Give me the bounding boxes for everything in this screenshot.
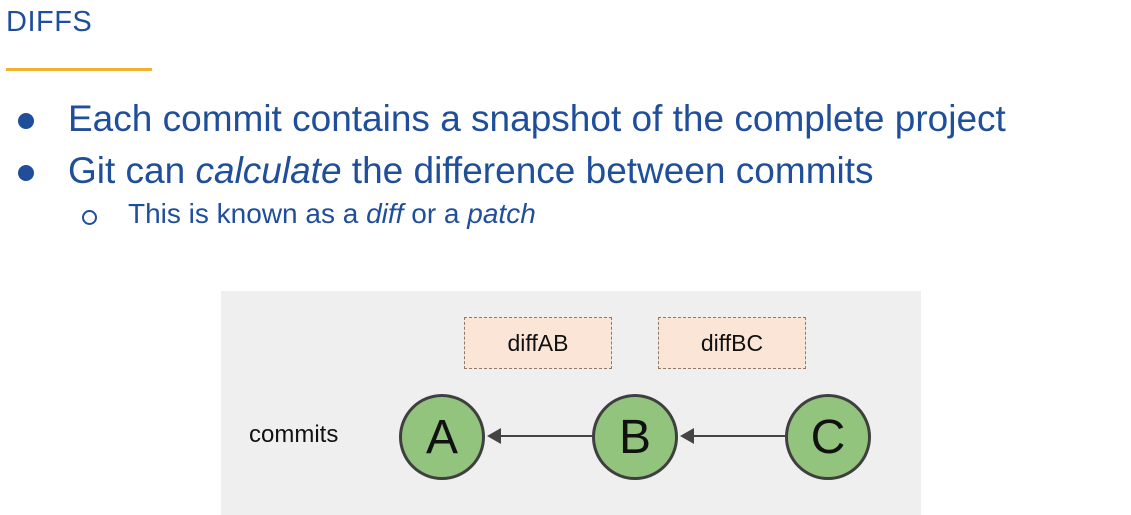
diff-box-bc: diffBC	[658, 317, 806, 369]
diff-box-ab: diffAB	[464, 317, 612, 369]
bullet-1-part-1: Each commit contains a snapshot of the c…	[68, 98, 1006, 139]
title-underline	[6, 68, 152, 71]
bullet-1: Each commit contains a snapshot of the c…	[14, 98, 1006, 140]
bullet-2-part-2-italic: calculate	[195, 150, 342, 191]
bullet-1-text: Each commit contains a snapshot of the c…	[68, 98, 1006, 139]
commits-label: commits	[249, 421, 339, 448]
bullet-dot-icon	[18, 113, 34, 129]
sub-bullet-text: This is known as a diff or a patch	[128, 198, 536, 229]
sub-bullet: This is known as a diff or a patch	[80, 198, 536, 230]
commit-node-a: A	[399, 394, 485, 480]
bullet-2: Git can calculate the difference between…	[14, 150, 874, 192]
arrow-head-icon	[680, 428, 694, 444]
sub-bullet-part-2-italic: diff	[366, 198, 404, 229]
bullet-2-part-3: the difference between commits	[341, 150, 874, 191]
arrow-b-to-a	[487, 428, 592, 444]
sub-bullet-part-4-italic: patch	[467, 198, 536, 229]
slide-title: DIFFS	[6, 6, 93, 38]
arrow-c-to-b	[680, 428, 785, 444]
commit-diagram: diffAB diffBC commits A B C	[221, 291, 921, 515]
commit-node-c: C	[785, 394, 871, 480]
sub-bullet-part-1: This is known as a	[128, 198, 367, 229]
hollow-bullet-icon	[82, 210, 97, 225]
arrow-head-icon	[487, 428, 501, 444]
sub-bullet-part-3: or a	[403, 198, 468, 229]
commit-node-b: B	[592, 394, 678, 480]
bullet-dot-icon	[18, 165, 34, 181]
bullet-2-text: Git can calculate the difference between…	[68, 150, 874, 191]
bullet-2-part-1: Git can	[68, 150, 196, 191]
